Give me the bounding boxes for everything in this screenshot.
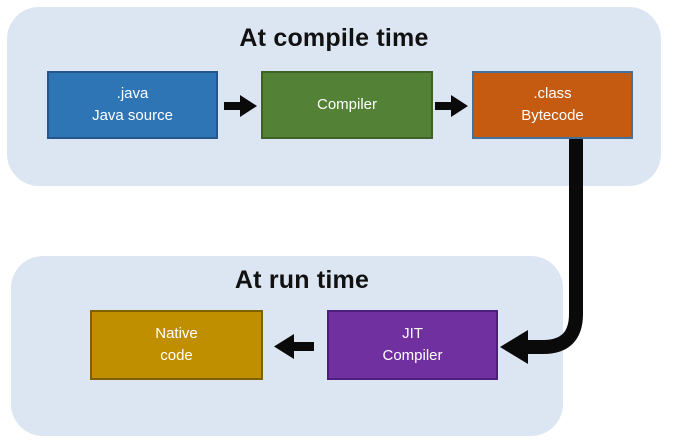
run-time-title: At run time [234,266,370,294]
arrow-right-icon [435,95,468,117]
bytecode-line1: .class [533,85,572,102]
java-source-line2: Java source [92,107,173,124]
native-code-line2: code [160,347,193,364]
bytecode-line2: Bytecode [521,107,584,124]
native-code-box: Native code [90,310,263,380]
compile-time-title: At compile time [239,24,429,52]
class-bytecode-box: .class Bytecode [472,71,633,139]
native-code-line1: Native [155,325,198,342]
compiler-box: Compiler [261,71,433,139]
arrow-left-icon [274,334,314,359]
java-source-line1: .java [116,85,149,102]
jit-compiler-line2: Compiler [382,347,443,364]
java-source-box: .java Java source [47,71,218,139]
jit-compiler-box: JIT Compiler [327,310,498,380]
jit-compiler-line1: JIT [402,325,423,342]
compiler-label: Compiler [316,96,377,113]
arrow-right-icon [224,95,257,117]
